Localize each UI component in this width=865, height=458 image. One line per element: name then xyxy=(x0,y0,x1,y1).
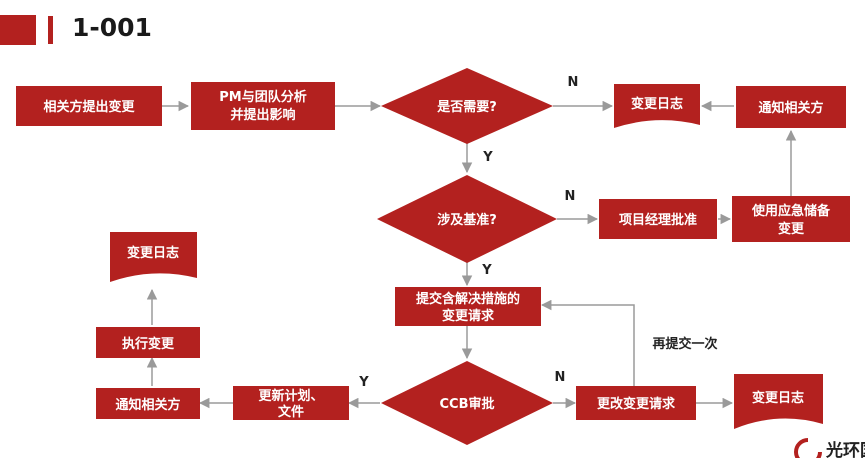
node-reserve xyxy=(732,196,850,242)
label-reserve-2: 变更 xyxy=(778,221,805,237)
node-change-log-right xyxy=(734,374,823,429)
edge-label-resubmit: 再提交一次 xyxy=(652,336,717,352)
node-pm-analysis xyxy=(191,82,335,130)
arrow-resubmit xyxy=(540,299,635,386)
node-notify-bottom xyxy=(96,388,200,419)
logo-text: 光环国 xyxy=(825,440,865,458)
node-is-needed xyxy=(381,68,553,144)
label-update-plan-2: 文件 xyxy=(278,404,304,420)
node-execute-change xyxy=(96,327,200,358)
node-ccb xyxy=(381,361,553,445)
node-change-log-left xyxy=(110,232,197,282)
node-update-plan xyxy=(233,386,349,420)
brand-logo: 光环国 xyxy=(794,438,865,458)
label-involves-baseline: 涉及基准? xyxy=(437,212,497,228)
label-ccb: CCB审批 xyxy=(440,396,495,412)
label-is-needed: 是否需要? xyxy=(436,100,497,115)
label-change-log-top: 变更日志 xyxy=(631,96,683,112)
edge-label-y2: Y xyxy=(481,263,492,278)
node-stakeholder-change xyxy=(16,86,162,126)
label-stakeholder-change: 相关方提出变更 xyxy=(43,99,135,115)
page-title: 1-001 xyxy=(72,13,152,42)
label-pm-approve: 项目经理批准 xyxy=(619,212,697,228)
node-revise-request xyxy=(576,386,696,420)
title-accent-bar xyxy=(0,15,36,45)
label-submit-2: 变更请求 xyxy=(442,308,495,324)
label-submit-1: 提交含解决措施的 xyxy=(416,291,520,307)
label-notify-bottom: 通知相关方 xyxy=(115,397,180,413)
node-change-log-top xyxy=(614,84,700,128)
label-pm-analysis-1: PM与团队分析 xyxy=(219,89,306,105)
node-submit-request xyxy=(395,287,541,326)
title-accent-tick xyxy=(48,16,53,44)
edge-label-n2: N xyxy=(565,189,576,204)
label-change-log-left: 变更日志 xyxy=(127,245,179,261)
label-revise-request: 更改变更请求 xyxy=(597,396,676,412)
node-involves-baseline xyxy=(377,175,557,263)
label-reserve-1: 使用应急储备 xyxy=(751,203,831,219)
label-update-plan-1: 更新计划、 xyxy=(258,388,323,404)
logo-swoosh-icon xyxy=(794,438,822,458)
label-change-log-right: 变更日志 xyxy=(752,390,804,406)
node-pm-approve xyxy=(599,199,717,239)
node-notify-top xyxy=(736,86,846,128)
label-execute-change: 执行变更 xyxy=(122,336,175,352)
edge-label-y1: Y xyxy=(482,150,493,165)
label-notify-top: 通知相关方 xyxy=(758,100,823,116)
connectors xyxy=(146,100,797,409)
edge-label-n1: N xyxy=(568,75,579,90)
edge-label-n3: N xyxy=(555,370,566,385)
nodes xyxy=(16,68,850,445)
edge-label-y3: Y xyxy=(358,375,369,390)
label-pm-analysis-2: 并提出影响 xyxy=(230,107,295,123)
